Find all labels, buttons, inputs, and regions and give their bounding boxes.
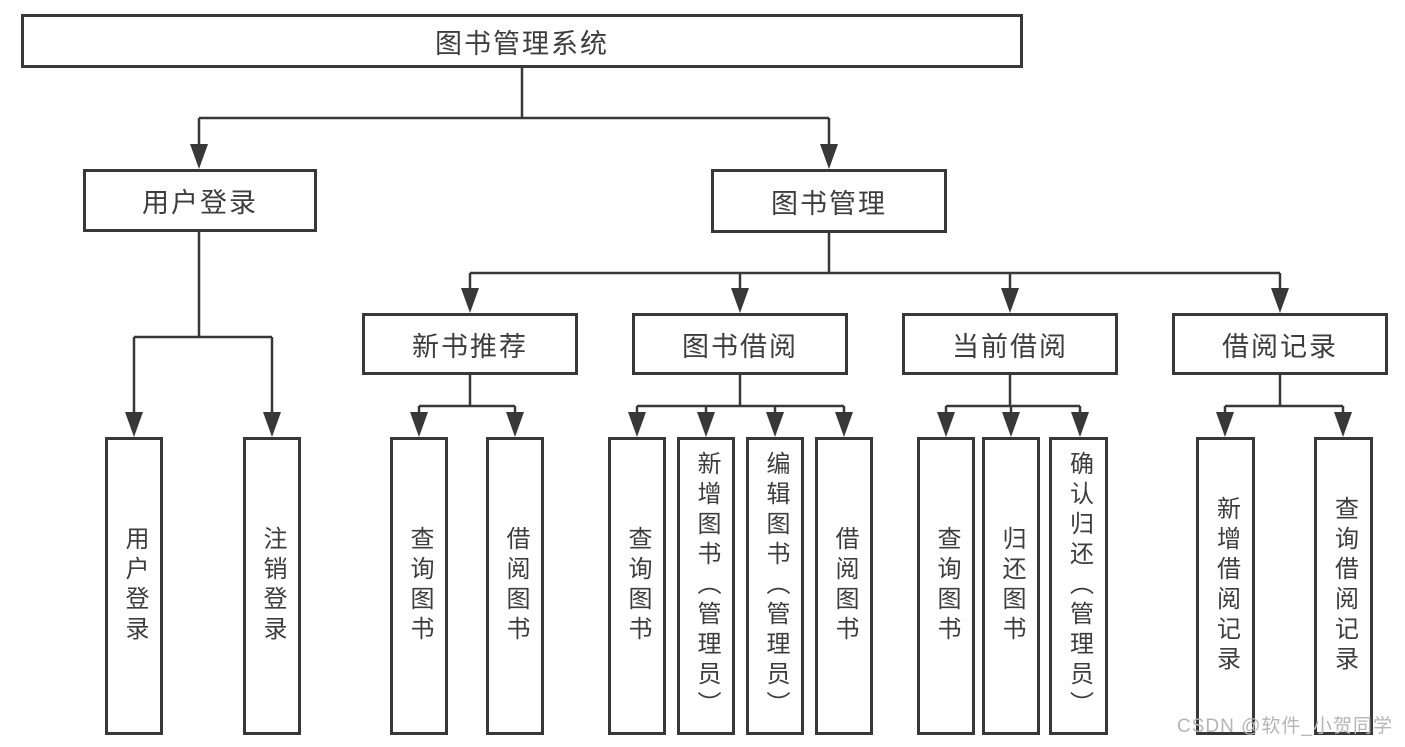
leaf-add-book-admin: 新增图书（管理员）	[677, 437, 735, 735]
leaf-add-borrow-record: 新增借阅记录	[1196, 437, 1255, 735]
node-new-book-recommend: 新书推荐	[362, 313, 578, 375]
leaf-query-borrow-record: 查询借阅记录	[1314, 437, 1373, 735]
node-book-borrow: 图书借阅	[632, 313, 848, 375]
leaf-query-books-borrow: 查询图书	[608, 437, 666, 735]
connector-user-login-to-leaves	[125, 232, 281, 437]
leaf-logout: 注销登录	[243, 437, 301, 735]
connector-root-to-level2	[190, 68, 838, 169]
leaf-return-book: 归还图书	[982, 437, 1040, 735]
leaf-query-books-recommend: 查询图书	[390, 437, 448, 735]
leaf-borrow-books: 借阅图书	[815, 437, 873, 735]
connector-book-management-to-level3	[461, 233, 1289, 313]
node-library-management-system: 图书管理系统	[21, 14, 1023, 68]
node-current-borrow: 当前借阅	[902, 313, 1118, 375]
connector-book-borrow-to-leaves	[628, 375, 853, 437]
node-borrow-records: 借阅记录	[1172, 313, 1388, 375]
leaf-borrow-books-recommend: 借阅图书	[486, 437, 544, 735]
leaf-edit-book-admin: 编辑图书（管理员）	[746, 437, 804, 735]
leaf-user-login: 用户登录	[105, 437, 163, 735]
node-book-management: 图书管理	[711, 169, 947, 233]
connector-new-book-recommend-to-leaves	[410, 375, 524, 437]
connector-borrow-records-to-leaves	[1216, 375, 1352, 437]
connector-current-borrow-to-leaves	[937, 375, 1089, 437]
leaf-query-books-current: 查询图书	[917, 437, 975, 735]
leaf-confirm-return-admin: 确认归还（管理员）	[1049, 437, 1108, 735]
csdn-watermark: CSDN @软件_小贺同学	[1177, 716, 1393, 737]
node-user-login: 用户登录	[83, 169, 317, 232]
